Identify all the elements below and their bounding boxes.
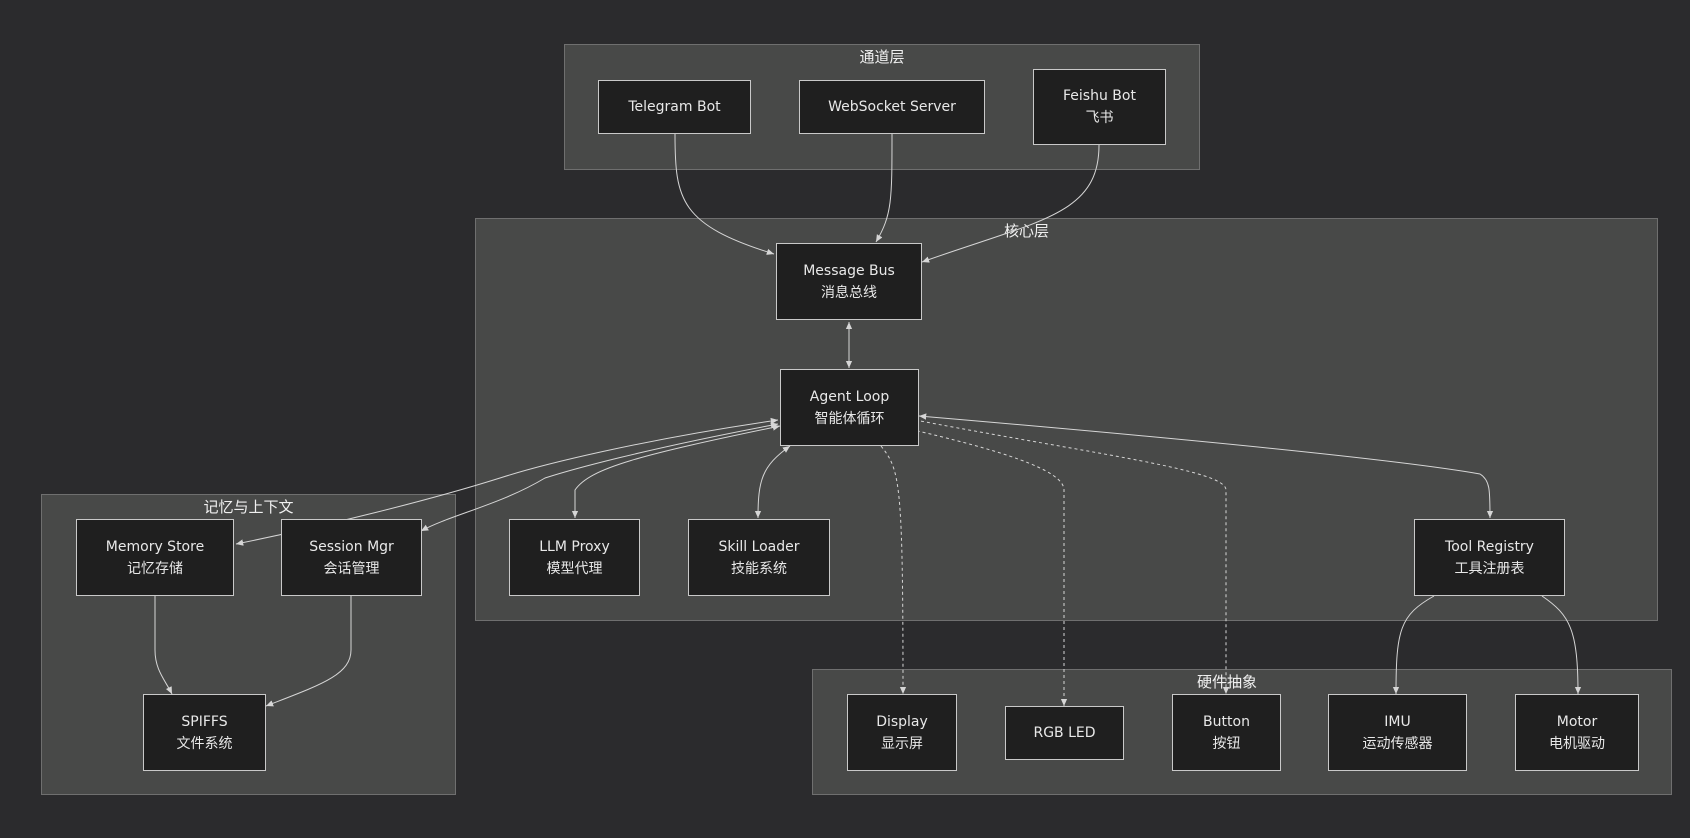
- node-sublabel: 模型代理: [546, 560, 603, 577]
- node-label: Message Bus: [803, 262, 895, 279]
- node-sublabel: 电机驱动: [1549, 735, 1605, 752]
- node-label: Tool Registry: [1445, 538, 1534, 555]
- node-rgb-led[interactable]: RGB LED: [1005, 706, 1124, 760]
- node-label: Session Mgr: [309, 538, 394, 555]
- node-sublabel: 飞书: [1085, 110, 1114, 126]
- node-feishu-bot[interactable]: Feishu Bot 飞书: [1033, 69, 1166, 145]
- node-label: Button: [1203, 713, 1250, 730]
- node-skill-loader[interactable]: Skill Loader 技能系统: [688, 519, 830, 596]
- node-message-bus[interactable]: Message Bus 消息总线: [776, 243, 922, 320]
- node-telegram-bot[interactable]: Telegram Bot: [598, 80, 751, 134]
- node-label: Display: [876, 713, 928, 730]
- node-label: Agent Loop: [809, 388, 890, 405]
- node-spiffs[interactable]: SPIFFS 文件系统: [143, 694, 266, 771]
- node-label: IMU: [1384, 713, 1411, 730]
- node-session-mgr[interactable]: Session Mgr 会话管理: [281, 519, 422, 596]
- node-sublabel: 智能体循环: [814, 410, 885, 427]
- node-sublabel: 消息总线: [821, 284, 877, 301]
- node-label: Skill Loader: [718, 538, 800, 555]
- cluster-title: 通道层: [859, 48, 905, 66]
- node-label: Feishu Bot: [1063, 88, 1136, 104]
- node-motor[interactable]: Motor 电机驱动: [1515, 694, 1639, 771]
- node-sublabel: 运动传感器: [1362, 735, 1433, 752]
- cluster-title: 核心层: [1003, 222, 1049, 240]
- node-tool-registry[interactable]: Tool Registry 工具注册表: [1414, 519, 1565, 596]
- node-display[interactable]: Display 显示屏: [847, 694, 957, 771]
- node-label: LLM Proxy: [539, 538, 610, 555]
- node-memory-store[interactable]: Memory Store 记忆存储: [76, 519, 234, 596]
- node-llm-proxy[interactable]: LLM Proxy 模型代理: [509, 519, 640, 596]
- node-label: RGB LED: [1033, 725, 1096, 741]
- node-websocket-server[interactable]: WebSocket Server: [799, 80, 985, 134]
- node-agent-loop[interactable]: Agent Loop 智能体循环: [780, 369, 919, 446]
- cluster-title: 记忆与上下文: [203, 498, 294, 516]
- node-sublabel: 工具注册表: [1454, 560, 1525, 577]
- node-sublabel: 按钮: [1212, 735, 1241, 752]
- node-sublabel: 显示屏: [881, 735, 923, 752]
- node-label: Memory Store: [105, 538, 205, 555]
- node-button[interactable]: Button 按钮: [1172, 694, 1281, 771]
- node-sublabel: 文件系统: [176, 735, 233, 752]
- node-label: WebSocket Server: [828, 99, 956, 115]
- node-label: Telegram Bot: [628, 99, 721, 115]
- node-sublabel: 会话管理: [323, 560, 380, 577]
- node-label: Motor: [1556, 713, 1598, 730]
- node-sublabel: 记忆存储: [127, 560, 183, 577]
- node-label: SPIFFS: [181, 713, 228, 730]
- node-sublabel: 技能系统: [731, 560, 787, 577]
- cluster-title: 硬件抽象: [1196, 673, 1257, 691]
- node-imu[interactable]: IMU 运动传感器: [1328, 694, 1467, 771]
